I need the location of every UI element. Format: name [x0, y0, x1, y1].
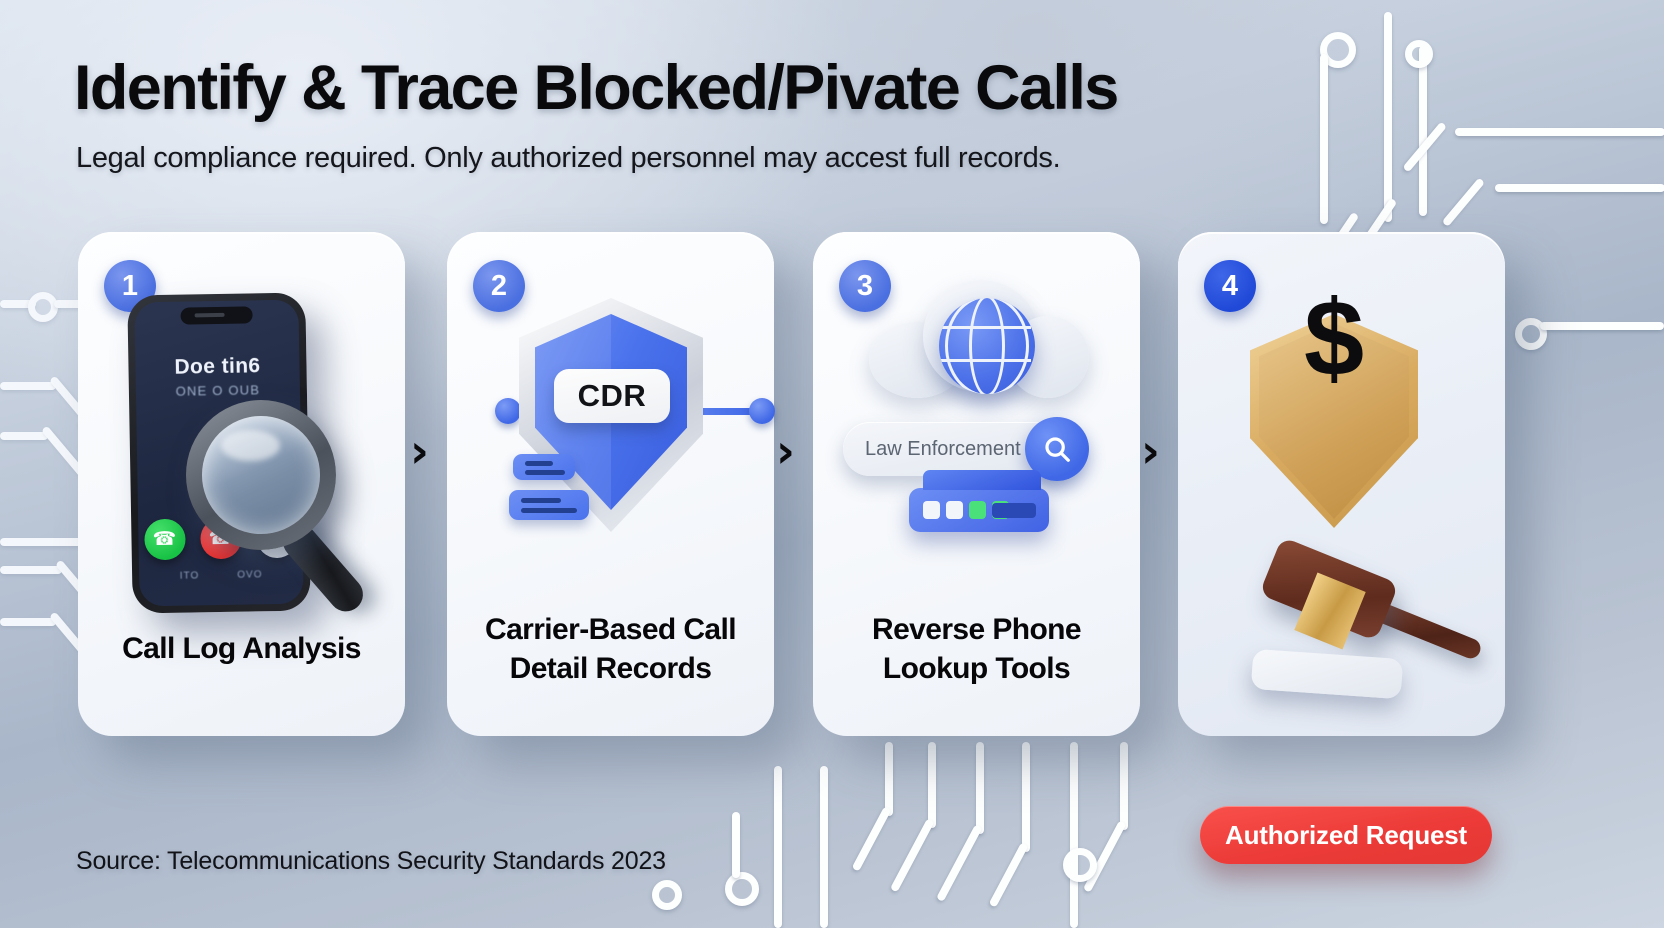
server-led: [923, 501, 940, 519]
gavel-icon: [1248, 536, 1484, 700]
cloud-icon: [869, 280, 1089, 398]
gavel-sound-block: [1250, 648, 1404, 700]
circuit-node: [1515, 318, 1547, 350]
circuit-trace: [0, 382, 56, 390]
step-number-badge: 2: [473, 260, 525, 312]
circuit-trace: [988, 842, 1029, 908]
circuit-trace: [928, 742, 936, 828]
circuit-trace: [1384, 12, 1392, 222]
call-action-captions: ITO OVO: [139, 569, 303, 583]
search-input-value: Law Enforcement: [865, 437, 1021, 460]
shield-cdr-icon: CDR: [491, 298, 775, 548]
circuit-trace: [936, 824, 983, 903]
chevron-right-icon: ›: [776, 424, 795, 478]
magnifier-icon: [186, 400, 370, 619]
circuit-node: [725, 872, 759, 906]
globe-parallel: [939, 326, 1031, 329]
circuit-trace: [1070, 742, 1078, 928]
circuit-node: [652, 880, 682, 910]
step-card-2[interactable]: 2 CDR Carrier-Based Call Detail Records: [447, 232, 775, 736]
circuit-trace: [0, 538, 90, 546]
circuit-trace: [0, 566, 62, 574]
circuit-trace: [732, 812, 740, 878]
page-title: Identify & Trace Blocked/Pivate Calls: [74, 53, 1119, 123]
step-label-2-line1: Carrier-Based Call: [485, 613, 737, 647]
globe-icon: [939, 298, 1035, 394]
circuit-node: [1063, 848, 1097, 882]
dollar-sign-icon: $: [1303, 277, 1365, 398]
circuit-trace: [1455, 128, 1664, 136]
circuit-trace: [1320, 54, 1328, 224]
circuit-trace: [1120, 742, 1128, 830]
caller-subtext: ONE O OUB: [175, 382, 261, 399]
step-card-3[interactable]: 3 Law Enforcement: [813, 232, 1140, 736]
connector-line-right: [689, 408, 759, 415]
circuit-trace: [851, 806, 892, 872]
step-label-2-line2: Detail Records: [509, 651, 712, 685]
circuit-trace: [0, 432, 48, 440]
page-subtitle: Legal compliance required. Only authoriz…: [76, 142, 1061, 174]
circuit-trace: [1495, 184, 1664, 192]
circuit-trace: [820, 766, 828, 928]
globe-meridian: [945, 298, 1029, 394]
circuit-trace: [1022, 742, 1030, 852]
circuit-trace: [976, 742, 984, 834]
circuit-trace: [1082, 820, 1127, 893]
caller-name: Doe tin6: [174, 354, 261, 379]
authorized-request-button[interactable]: Authorized Request: [1200, 806, 1492, 864]
circuit-node: [1320, 32, 1356, 68]
record-bar: [509, 490, 589, 520]
source-caption: Source: Telecommunications Security Stan…: [76, 847, 666, 875]
server-led: [946, 501, 963, 519]
step-label-2: Carrier-Based Call Detail Records: [447, 611, 774, 688]
phone-accept-icon[interactable]: ☎: [143, 518, 186, 561]
search-input[interactable]: Law Enforcement: [843, 417, 1089, 481]
server-top: [923, 470, 1041, 490]
circuit-trace: [0, 300, 36, 308]
circuit-trace: [1540, 322, 1664, 330]
circuit-trace: [885, 742, 893, 816]
chevron-right-icon: ›: [1141, 424, 1160, 478]
circuit-trace: [0, 618, 56, 626]
circuit-node: [1405, 40, 1433, 68]
circuit-trace: [1441, 177, 1486, 228]
server-led: [969, 501, 986, 519]
circuit-node: [28, 292, 58, 322]
chevron-right-icon: ›: [410, 424, 429, 478]
step-number-badge: 3: [839, 260, 891, 312]
step-card-4[interactable]: 4 $: [1178, 232, 1505, 736]
step-label-1: Call Log Analysis: [122, 631, 361, 665]
circuit-trace: [1402, 121, 1448, 173]
globe-parallel: [939, 359, 1031, 362]
connector-node-right: [749, 398, 775, 424]
magnifier-ring: [186, 400, 336, 550]
record-bar: [513, 454, 575, 480]
magnifier-glass: [202, 416, 320, 534]
circuit-trace: [774, 766, 782, 928]
server-icon: [909, 470, 1049, 532]
server-slot: [992, 503, 1036, 518]
step-number-badge: 4: [1204, 260, 1256, 312]
cdr-chip: CDR: [554, 369, 670, 423]
step-card-1[interactable]: 1 Doe tin6 ONE O OUB ☎ ☎ ≡ ITO OVO: [78, 232, 405, 736]
connector-node-left: [495, 398, 521, 424]
step-label-3: Reverse Phone Lookup Tools: [813, 611, 1140, 688]
step-label-3-line1: Reverse Phone: [872, 613, 1082, 647]
more-caption: OVO: [237, 569, 263, 581]
accept-caption: ITO: [179, 570, 200, 582]
circuit-trace: [1419, 46, 1427, 216]
circuit-trace: [889, 818, 935, 893]
step-label-3-line2: Lookup Tools: [882, 651, 1071, 685]
phone-notch: [180, 306, 253, 325]
